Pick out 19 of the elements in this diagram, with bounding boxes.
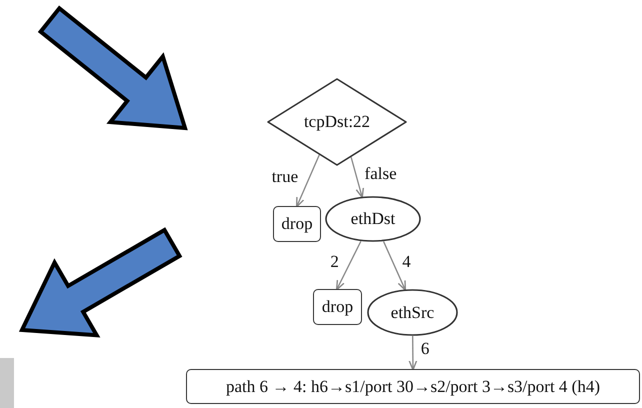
arrow bbox=[382, 241, 406, 291]
node-label: tcpDst:22 bbox=[304, 112, 370, 132]
node-label: path 6 → 4: h6→s1/port 30→s2/port 3→s3/port 4 (h4) bbox=[226, 376, 600, 396]
arrow bbox=[408, 336, 418, 371]
action-box bbox=[313, 289, 362, 325]
decision-diamond bbox=[267, 78, 407, 166]
action-box bbox=[273, 206, 321, 242]
node-label: ethDst bbox=[350, 209, 396, 229]
edge-label: false bbox=[364, 164, 397, 182]
arrow bbox=[336, 240, 362, 290]
arrow bbox=[296, 154, 320, 208]
decision-ellipse bbox=[367, 289, 458, 336]
decision-ellipse bbox=[325, 196, 421, 242]
node-label: drop bbox=[281, 214, 313, 234]
node-label: ethSrc bbox=[390, 302, 434, 322]
arrow bbox=[350, 156, 364, 198]
edge-label: 6 bbox=[420, 340, 430, 358]
node-label: drop bbox=[322, 297, 354, 317]
action-box bbox=[186, 369, 640, 404]
